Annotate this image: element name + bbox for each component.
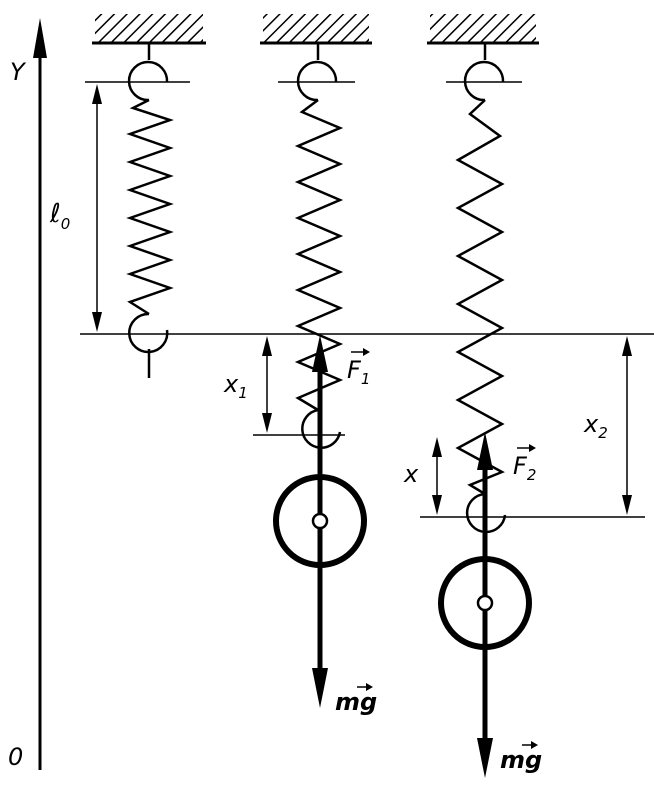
- spring-1: [126, 43, 174, 378]
- origin-label: 0: [8, 743, 23, 771]
- ceiling-mount-3: [427, 14, 539, 45]
- ceiling-mount-1: [92, 14, 206, 45]
- natural-length-label: ℓ0: [49, 199, 70, 233]
- x-label: x: [403, 460, 419, 488]
- x1-label: x1: [223, 370, 248, 402]
- force-f1-arrow: [312, 335, 328, 514]
- f2-label: F2: [513, 452, 536, 484]
- f2-vector-mark: [517, 444, 536, 452]
- reference-lines: [80, 81, 654, 518]
- f1-vector-mark: [351, 348, 370, 356]
- f1-label: F1: [347, 356, 370, 388]
- weight-2-label: mg: [500, 746, 542, 774]
- weight-1-vector-mark: [357, 683, 373, 691]
- dimension-x1: [262, 336, 272, 433]
- dimension-natural-length: [92, 84, 102, 332]
- dimension-x2: [622, 336, 632, 515]
- weight-1-arrow: [312, 528, 328, 708]
- x2-label: x2: [583, 410, 608, 442]
- ceiling-mount-2: [260, 14, 372, 45]
- y-axis: [33, 18, 47, 770]
- weight-1-label: mg: [335, 688, 377, 716]
- force-f2-arrow: [477, 432, 493, 596]
- dimension-x: [432, 437, 442, 515]
- y-axis-label: Y: [10, 58, 27, 86]
- spring-3: [455, 43, 507, 534]
- weight-2-arrow: [477, 610, 493, 778]
- weight-2-vector-mark: [522, 741, 538, 749]
- spring-2: [294, 43, 344, 449]
